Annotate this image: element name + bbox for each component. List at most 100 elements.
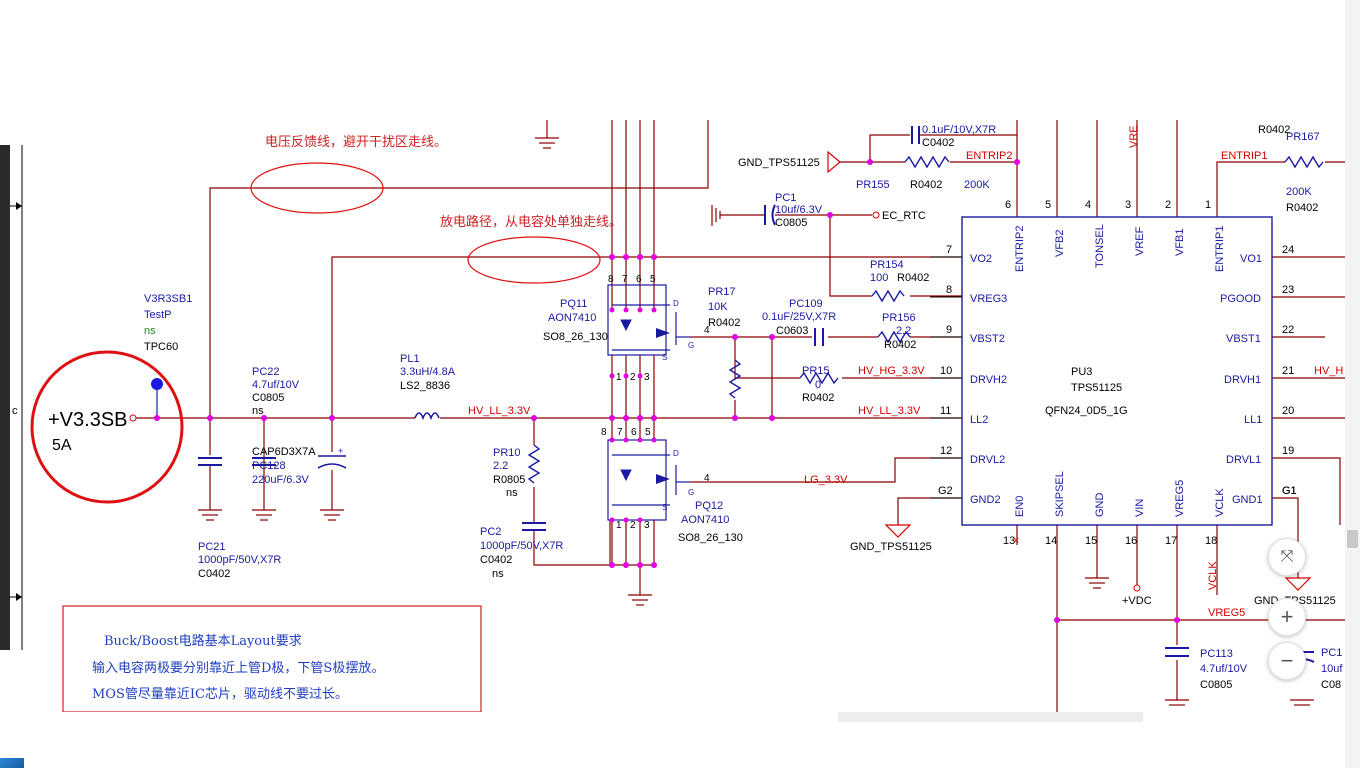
svg-text:21: 21 <box>1282 365 1294 377</box>
pc2-symbol[interactable] <box>522 522 546 531</box>
edge-label: c <box>12 405 18 417</box>
pc1-symbol[interactable] <box>764 204 776 226</box>
pr17-symbol[interactable] <box>728 359 742 399</box>
note-discharge: 放电路径，从电容处单独走线。 <box>440 214 622 230</box>
junction-dots <box>154 159 1180 623</box>
pr155-cap-symbol[interactable] <box>911 126 920 144</box>
svg-text:1: 1 <box>1205 199 1211 211</box>
svg-text:4: 4 <box>704 473 710 484</box>
taskbar-app-icon[interactable] <box>0 758 24 768</box>
pr167-pkg-top: R0402 <box>1258 124 1290 136</box>
pr10-value: 2.2 <box>493 460 508 472</box>
zoom-out-button[interactable]: − <box>1268 642 1306 680</box>
ic-right-pins: 24 VO1 23 PGOOD 22 VBST1 21 DRVH1 20 LL1… <box>1220 244 1297 506</box>
zoom-in-button[interactable]: + <box>1268 598 1306 636</box>
horizontal-scrollbar[interactable] <box>838 712 1143 722</box>
svg-text:17: 17 <box>1165 535 1177 547</box>
pr154-symbol[interactable] <box>871 289 905 303</box>
pc113-value: 4.7uf/10V <box>1200 663 1248 675</box>
pr10-symbol[interactable] <box>527 444 541 484</box>
pr10-ns: ns <box>506 487 518 499</box>
pc2-value: 1000pF/50V,X7R <box>480 540 563 552</box>
svg-text:6: 6 <box>1005 199 1011 211</box>
ic-left-pins: 7 VO2 8 VREG3 9 VBST2 10 DRVH2 11 LL2 12… <box>938 244 1007 506</box>
plus-icon: + <box>1280 604 1294 629</box>
svg-text:6: 6 <box>631 427 637 438</box>
pc113-symbol[interactable] <box>1165 647 1189 657</box>
fit-to-screen-button[interactable]: ⤧ <box>1268 538 1306 576</box>
svg-text:GND1: GND1 <box>1232 494 1263 506</box>
svg-text:PGOOD: PGOOD <box>1220 293 1261 305</box>
net-vdc: +VDC <box>1122 595 1152 607</box>
pr167-symbol[interactable] <box>1284 155 1324 169</box>
pc109-pkg: C0603 <box>776 325 808 337</box>
pc128-value: 220uF/6.3V <box>252 474 310 486</box>
net-vclk: VCLK <box>1207 561 1219 590</box>
pr15-ref: PR15 <box>802 365 830 377</box>
svg-text:15: 15 <box>1085 535 1097 547</box>
net-gnd-2: GND_TPS51125 <box>850 541 932 553</box>
svg-text:ENTRIP2: ENTRIP2 <box>1014 226 1026 272</box>
svg-text:18: 18 <box>1205 535 1217 547</box>
svg-text:7: 7 <box>622 274 628 285</box>
vertical-scrollbar[interactable] <box>1345 0 1360 768</box>
pr15-symbol[interactable] <box>799 371 839 385</box>
svg-text:ENTRIP1: ENTRIP1 <box>1214 226 1226 272</box>
vdc-port <box>1133 584 1141 592</box>
edge-arrow <box>16 202 22 601</box>
requirement-title: Buck/Boost电路基本Layout要求 <box>104 633 302 649</box>
svg-text:19: 19 <box>1282 445 1294 457</box>
svg-text:8: 8 <box>601 427 607 438</box>
svg-text:8: 8 <box>946 284 952 296</box>
pr155-symbol[interactable] <box>904 155 950 169</box>
pl1-value: 3.3uH/4.8A <box>400 366 456 378</box>
net-hv-hg: HV_HG_3.3V <box>858 365 925 377</box>
pc22-ref: PC22 <box>252 366 280 378</box>
ic-top-pins: 6 ENTRIP2 5 VFB2 4 TONSEL 3 VREF 2 VFB1 … <box>1005 199 1226 272</box>
svg-text:VREF: VREF <box>1134 226 1146 256</box>
svg-text:1: 1 <box>616 372 622 383</box>
scrollbar-thumb[interactable] <box>1347 530 1358 548</box>
pc2-ns: ns <box>492 568 504 580</box>
testpoint-pkg: TPC60 <box>144 341 178 353</box>
svg-text:VREG5: VREG5 <box>1174 480 1186 517</box>
pr167-ref: PR167 <box>1286 131 1320 143</box>
svg-text:2: 2 <box>630 372 636 383</box>
pc128-symbol[interactable] <box>317 455 347 469</box>
svg-text:VO1: VO1 <box>1240 253 1262 265</box>
ic-left-stubs <box>930 256 962 499</box>
svg-text:3: 3 <box>1125 199 1131 211</box>
svg-text:LL1: LL1 <box>1244 414 1262 426</box>
pr156-pkg: R0402 <box>884 339 916 351</box>
ic-body[interactable] <box>961 216 1273 526</box>
pr10-ref: PR10 <box>493 447 521 459</box>
svg-text:VBST2: VBST2 <box>970 333 1005 345</box>
net-vreg5: VREG5 <box>1208 607 1245 619</box>
pl1-symbol[interactable] <box>414 412 440 421</box>
highlight-ellipse-feedback <box>250 162 384 214</box>
pr155-cap-value: 0.1uF/10V,X7R <box>922 124 996 136</box>
source-name: +V3.3SB <box>48 409 128 431</box>
svg-text:GND: GND <box>1094 493 1106 518</box>
svg-text:12: 12 <box>940 445 952 457</box>
pc109-symbol[interactable] <box>814 328 824 346</box>
pc21-pkg: C0402 <box>198 568 230 580</box>
pc21-symbol[interactable] <box>198 457 222 466</box>
svg-text:2: 2 <box>1165 199 1171 211</box>
pc22-value: 4.7uf/10V <box>252 379 300 391</box>
pc113-pkg: C0805 <box>1200 679 1232 691</box>
svg-text:GND2: GND2 <box>970 494 1001 506</box>
ground-symbols <box>198 120 1314 706</box>
fit-screen-icon: ⤧ <box>1280 548 1294 565</box>
pc113-ref: PC113 <box>1200 648 1233 660</box>
schematic-canvas: c <box>10 120 1345 712</box>
net-hv-ll-left: HV_LL_3.3V <box>468 405 531 417</box>
svg-text:1: 1 <box>616 520 622 531</box>
pr156-symbol[interactable] <box>877 330 911 344</box>
pq11-symbol[interactable] <box>607 284 690 356</box>
highlight-ring-source <box>30 350 184 504</box>
pq11-diode <box>620 319 632 332</box>
pc22-symbol[interactable] <box>252 457 276 466</box>
testpoint-dot[interactable] <box>151 378 163 390</box>
testpoint-ns: ns <box>144 325 156 337</box>
